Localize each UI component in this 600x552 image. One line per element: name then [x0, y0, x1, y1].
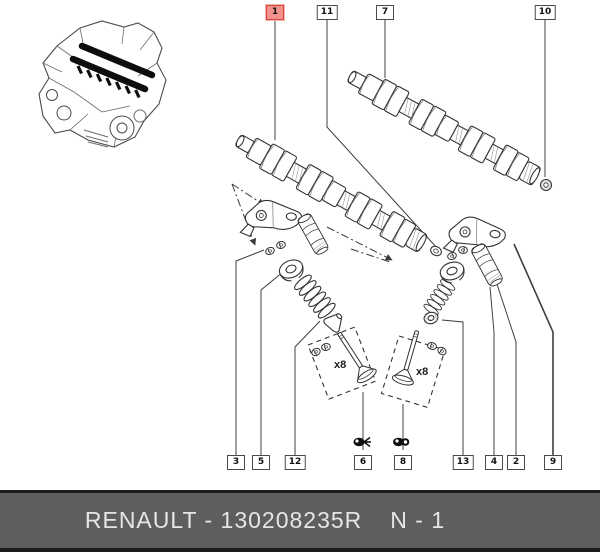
- leader-3: [235, 249, 265, 456]
- callout-box-10[interactable]: 10: [534, 5, 556, 20]
- valve-collet: [309, 346, 323, 358]
- valve-stem-seal-right: [422, 310, 440, 326]
- page-indicator: N - 1: [390, 507, 446, 533]
- rocker-arm-left: [239, 197, 304, 243]
- leader-13: [441, 319, 464, 456]
- callout-box-13[interactable]: 13: [452, 455, 474, 470]
- quantity-label-left: x8: [334, 359, 347, 371]
- valve-spring-right: [422, 277, 457, 318]
- callout-box-6[interactable]: 6: [354, 455, 372, 470]
- callout-box-2[interactable]: 2: [507, 455, 525, 470]
- valve-collet: [446, 250, 458, 262]
- leader-2: [491, 268, 517, 456]
- valve-collet: [435, 345, 449, 357]
- camshaft-1: [230, 127, 431, 257]
- footer-bar: RENAULT - 130208235R N - 1: [0, 490, 600, 552]
- camshaft-7: [342, 62, 545, 191]
- callout-box-1[interactable]: 1: [266, 5, 284, 20]
- valve-collet: [426, 341, 438, 351]
- valve-collet: [457, 245, 469, 255]
- valve-collet: [275, 240, 287, 250]
- leader-9: [513, 243, 554, 456]
- callout-box-7[interactable]: 7: [376, 5, 394, 20]
- leader-lines: [235, 19, 554, 456]
- callout-box-3[interactable]: 3: [227, 455, 245, 470]
- brand-part-number: RENAULT - 130208235R: [84, 507, 363, 533]
- leader-11: [326, 19, 438, 249]
- callout-box-8[interactable]: 8: [394, 455, 412, 470]
- valve-stem-seal-left: [321, 308, 348, 335]
- valve-left: [329, 326, 379, 386]
- engine-thumbnail: [38, 20, 167, 148]
- quantity-label-right: x8: [416, 366, 429, 378]
- leader-5: [260, 271, 284, 456]
- leader-4: [489, 286, 495, 456]
- callout-box-11[interactable]: 11: [316, 5, 338, 20]
- callout-box-9[interactable]: 9: [544, 455, 562, 470]
- valve-collet: [264, 245, 276, 257]
- valve-spring-left: [292, 272, 338, 321]
- spring-retainer-right: [437, 258, 468, 286]
- spring-retainer-left: [276, 256, 307, 285]
- camshaft-plug: [539, 178, 553, 192]
- grease-applicator-icon: [353, 436, 371, 448]
- camshaft-seal-ring: [430, 245, 442, 257]
- grease-ring-icon: [393, 437, 410, 447]
- leader-12: [294, 320, 321, 456]
- tappet-left: [296, 211, 331, 257]
- valve-collet: [320, 342, 332, 352]
- callout-box-12[interactable]: 12: [284, 455, 306, 470]
- tappet-right: [469, 241, 505, 289]
- callout-box-5[interactable]: 5: [252, 455, 270, 470]
- callout-box-4[interactable]: 4: [485, 455, 503, 470]
- valve-right: [390, 327, 428, 388]
